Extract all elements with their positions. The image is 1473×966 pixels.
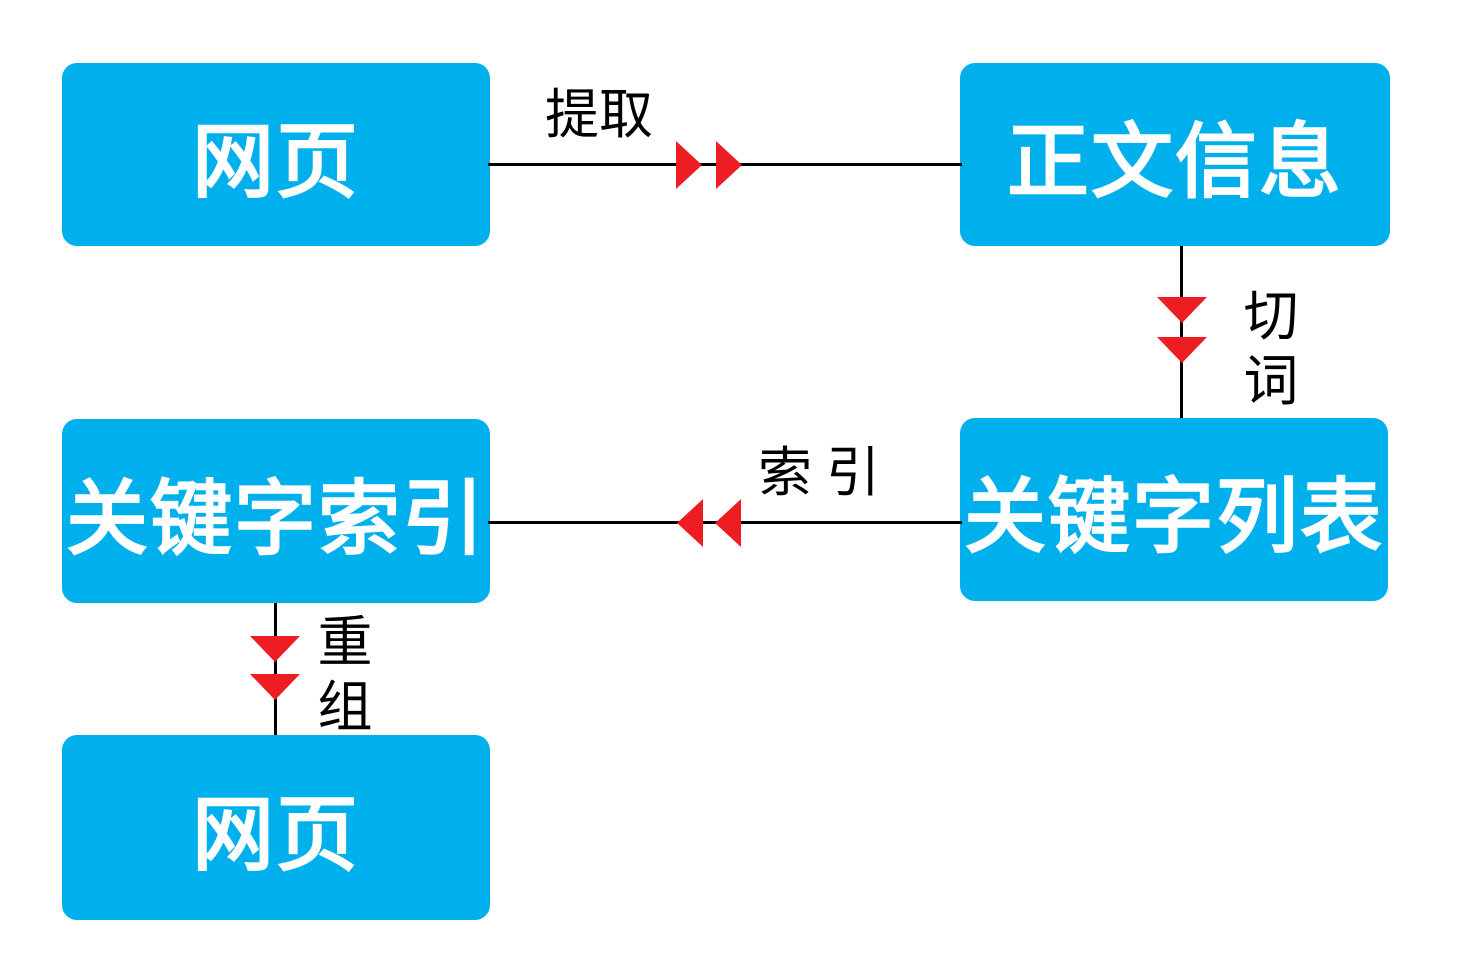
node-webpage-bottom: 网页 xyxy=(62,735,490,920)
node-keyword-index: 关键字索引 xyxy=(62,419,490,603)
node-webpage-top: 网页 xyxy=(62,63,490,246)
arrowhead-left-icon xyxy=(715,499,741,547)
connector-segment-line xyxy=(1180,246,1183,418)
arrowhead-down-icon xyxy=(1157,337,1207,363)
connector-recompose-line xyxy=(274,603,277,735)
arrowhead-left-icon xyxy=(677,499,703,547)
arrowhead-right-icon xyxy=(716,141,742,189)
node-keyword-list-label: 关键字列表 xyxy=(963,472,1384,563)
node-webpage-top-label: 网页 xyxy=(191,117,360,208)
edge-label-recompose: 重组 xyxy=(317,611,373,738)
node-body-info-label: 正文信息 xyxy=(1006,117,1343,208)
arrowhead-down-icon xyxy=(250,636,300,662)
arrowhead-down-icon xyxy=(250,674,300,700)
edge-label-segment: 切词 xyxy=(1243,285,1299,412)
arrowhead-down-icon xyxy=(1157,297,1207,323)
edge-label-index: 索引 xyxy=(758,443,894,503)
node-webpage-bottom-label: 网页 xyxy=(191,790,360,881)
node-keyword-list: 关键字列表 xyxy=(960,418,1388,601)
arrowhead-right-icon xyxy=(676,141,702,189)
edge-label-extract: 提取 xyxy=(545,85,653,145)
node-body-info: 正文信息 xyxy=(960,63,1390,246)
node-keyword-index-label: 关键字索引 xyxy=(65,473,486,565)
